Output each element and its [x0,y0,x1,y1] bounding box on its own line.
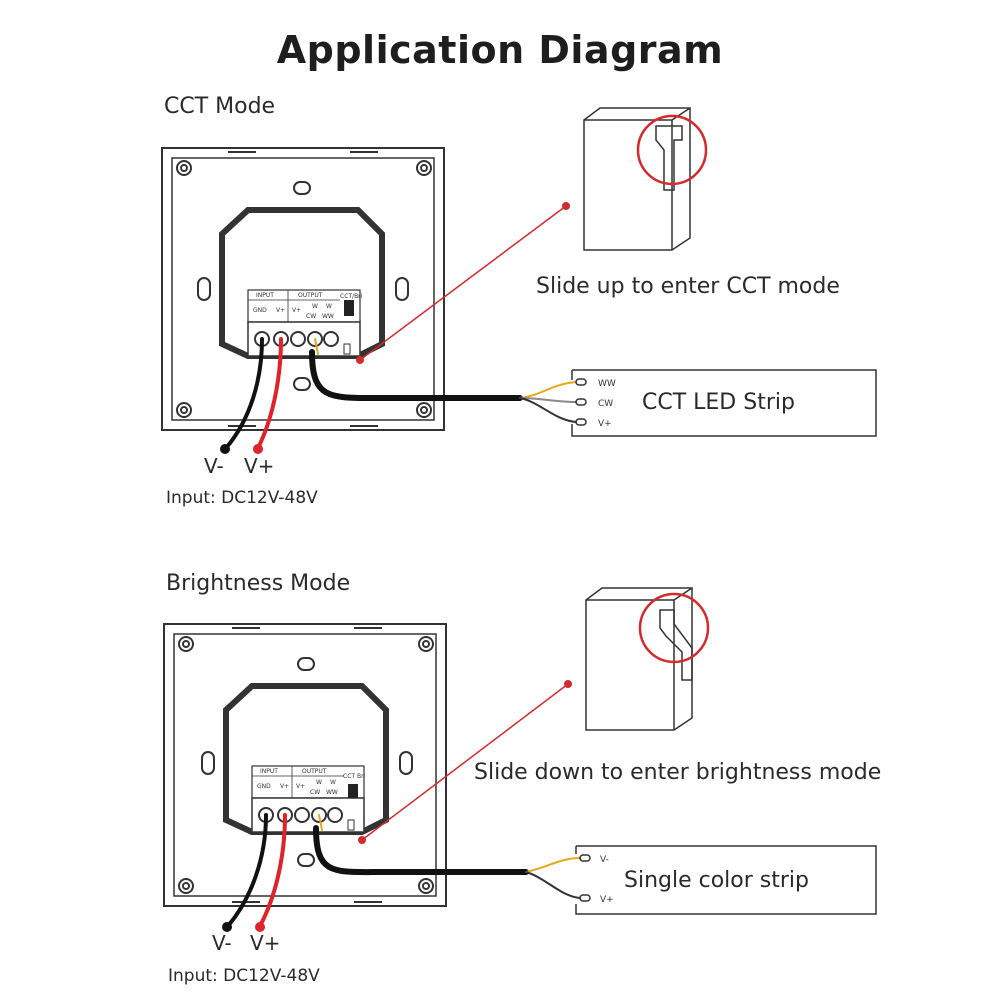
bri-ww-wire-stub [318,814,323,831]
cct-wire-vplus-end [253,444,263,454]
cct-strip-box [571,369,877,437]
bri-cell-w: W [316,779,322,786]
cct-switch-caption: Slide up to enter CCT mode [536,274,840,299]
cct-leader-dot-bottom [356,356,364,364]
bri-wire-vminus-out [525,857,581,873]
cct-vplus-label: V+ [244,454,275,478]
bri-switch-highlight-circle [638,592,710,664]
bri-leader-line [361,683,569,841]
page-title: Application Diagram [276,28,724,72]
cct-strip-term-vplus: V+ [598,419,612,429]
cct-output-cable [309,349,523,402]
cct-wire-ww [519,381,577,399]
bri-cell-w2: W [330,779,336,786]
bri-cell-vplus2: V+ [296,783,305,790]
cct-dip-label: CCT/Bri [340,293,363,300]
bri-vplus-label: V+ [250,931,281,955]
bri-strip-label: Single color strip [624,868,810,893]
cct-cell-ww: WW [322,313,334,320]
bri-cell-gnd: GND [257,783,271,790]
brightness-strip-box [575,845,877,915]
bri-header-input: INPUT [260,768,278,775]
cct-ww-wire-stub [314,338,319,355]
cct-wires [220,337,577,454]
bri-wire-vminus [226,813,268,928]
bri-vminus-label: V- [212,931,232,955]
brightness-terminal-labels: INPUT OUTPUT GND V+ V+ W CW W WW CCT Bri [257,768,366,796]
cct-wire-cw [519,397,577,403]
cct-input-note: Input: DC12V-48V [166,488,318,508]
cct-header-output: OUTPUT [298,292,323,299]
bri-cell-vplus: V+ [280,783,289,790]
cct-leader-dot-top [562,202,570,210]
cct-vminus-label: V- [204,454,224,478]
brightness-wall-panel [163,623,447,907]
cct-cell-cw: CW [306,313,316,320]
cct-cell-w: W [312,303,318,310]
cct-wire-vminus-end [220,444,230,454]
cct-cell-w2: W [326,303,332,310]
cct-leader-line [359,205,567,361]
bri-cell-ww: WW [326,789,338,796]
bri-wire-vplus [258,813,287,928]
cct-strip-label: CCT LED Strip [642,390,795,415]
cct-wire-vplus-out [519,397,577,423]
cct-terminal-labels: INPUT OUTPUT GND V+ V+ W CW W WW CCT/Bri [253,292,363,320]
brightness-wires [222,813,581,932]
cct-header-input: INPUT [256,292,274,299]
bri-dip-label: CCT Bri [343,773,366,780]
cct-switch-illustration [583,107,691,251]
bri-strip-term-vplus: V+ [600,895,614,905]
cct-wall-panel [161,147,445,431]
cct-strip-term-ww: WW [598,379,616,389]
bri-cell-cw: CW [310,789,320,796]
bri-wire-vminus-end [222,922,232,932]
bri-strip-term-vminus: V- [600,855,609,865]
cct-wire-vplus [256,337,283,450]
cct-wire-vminus [224,337,264,450]
section-cct-title: CCT Mode [164,94,276,119]
bri-input-note: Input: DC12V-48V [168,966,320,986]
bri-header-output: OUTPUT [302,768,327,775]
bri-leader-dot-top [564,680,572,688]
bri-wire-vplus-out [525,871,581,899]
brightness-switch-illustration [585,587,693,731]
cct-cell-vplus2: V+ [292,307,301,314]
cct-switch-highlight-circle [636,114,708,186]
section-brightness-title: Brightness Mode [166,571,351,596]
bri-wire-vplus-end [255,922,265,932]
cct-strip-term-cw: CW [598,399,613,409]
bri-leader-dot-bottom [358,836,366,844]
bri-output-cable [313,825,529,876]
cct-cell-vplus: V+ [276,307,285,314]
cct-cell-gnd: GND [253,307,267,314]
bri-switch-caption: Slide down to enter brightness mode [474,760,882,785]
